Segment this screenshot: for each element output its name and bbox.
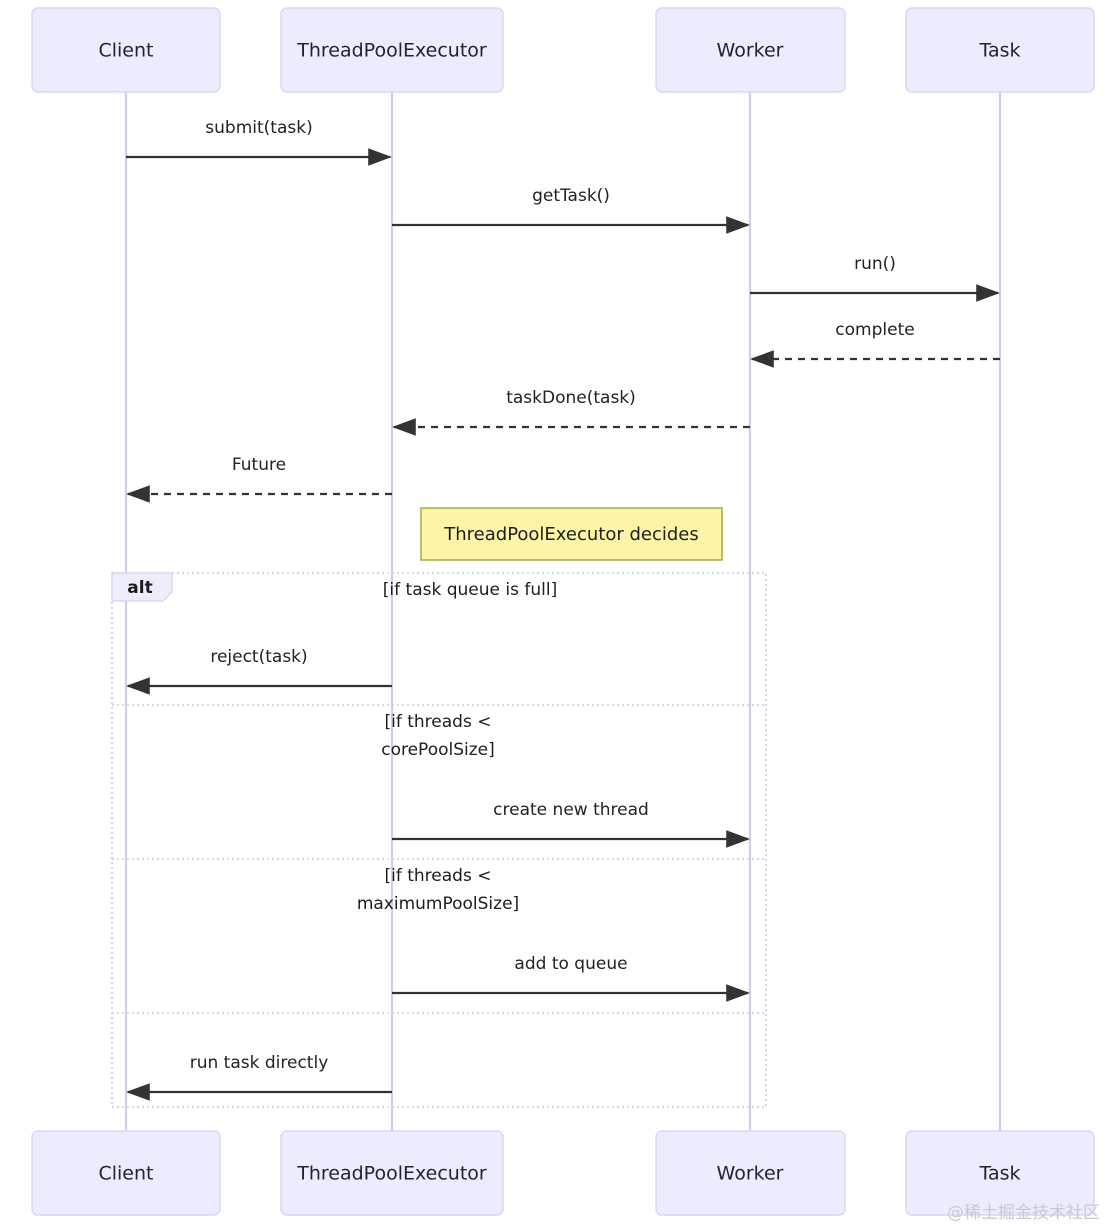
- message-label-7: create new thread: [493, 800, 649, 820]
- participant-label-worker-top: Worker: [717, 40, 784, 62]
- participant-box-task-top[interactable]: [905, 7, 1095, 93]
- alt-branch-condition-0: [if task queue is full]: [383, 580, 557, 600]
- message-label-6: reject(task): [210, 647, 307, 667]
- participant-label-executor-bottom: ThreadPoolExecutor: [296, 1163, 487, 1185]
- participant-label-task-bottom: Task: [978, 1163, 1020, 1185]
- alt-branch-condition-1: [if threads <: [385, 712, 492, 732]
- lifelines-group: [124, 92, 1002, 1131]
- alt-tag-label: alt: [127, 578, 152, 598]
- alt-branch-condition-2: maximumPoolSize]: [357, 894, 519, 914]
- alt-branch-condition-1: corePoolSize]: [381, 740, 495, 760]
- message-label-3: complete: [835, 320, 914, 340]
- participant-header-group: Client ThreadPoolExecutor Worker Task: [31, 7, 1095, 93]
- note-group: ThreadPoolExecutor decides: [420, 507, 723, 561]
- participant-box-task-bottom[interactable]: [905, 1130, 1095, 1216]
- watermark-label: @稀土掘金技术社区: [947, 1203, 1100, 1223]
- participant-box-client-top[interactable]: [31, 7, 221, 93]
- message-label-1: getTask(): [532, 186, 610, 206]
- message-label-0: submit(task): [205, 118, 312, 138]
- participant-label-task-top: Task: [978, 40, 1020, 62]
- note-label: ThreadPoolExecutor decides: [443, 524, 699, 545]
- alt-fragment-frame: [111, 572, 767, 1108]
- participant-footer-group: Client ThreadPoolExecutor Worker Task: [31, 1130, 1095, 1216]
- alt-fragment-group: [if task queue is full] [if threads < core…: [111, 572, 767, 1108]
- participant-box-executor-top[interactable]: [280, 7, 504, 93]
- participant-label-executor-top: ThreadPoolExecutor: [296, 40, 487, 62]
- participant-box-executor-bottom[interactable]: [280, 1130, 504, 1216]
- participant-label-worker-bottom: Worker: [717, 1163, 784, 1185]
- alt-tag-shape: [111, 572, 173, 602]
- participant-box-worker-top[interactable]: [655, 7, 846, 93]
- participant-box-worker-bottom[interactable]: [655, 1130, 846, 1216]
- message-label-8: add to queue: [514, 954, 627, 974]
- message-label-4: taskDone(task): [506, 388, 636, 408]
- messages-group: submit(task) getTask() run() complete taskDo…: [126, 118, 1000, 1101]
- participant-label-client-bottom: Client: [98, 1163, 153, 1185]
- message-label-9: run task directly: [190, 1053, 329, 1073]
- message-label-2: run(): [854, 254, 896, 274]
- participant-box-client-bottom[interactable]: [31, 1130, 221, 1216]
- message-label-5: Future: [232, 455, 286, 475]
- alt-branch-condition-2: [if threads <: [385, 866, 492, 886]
- note-box: [420, 507, 723, 561]
- participant-label-client-top: Client: [98, 40, 153, 62]
